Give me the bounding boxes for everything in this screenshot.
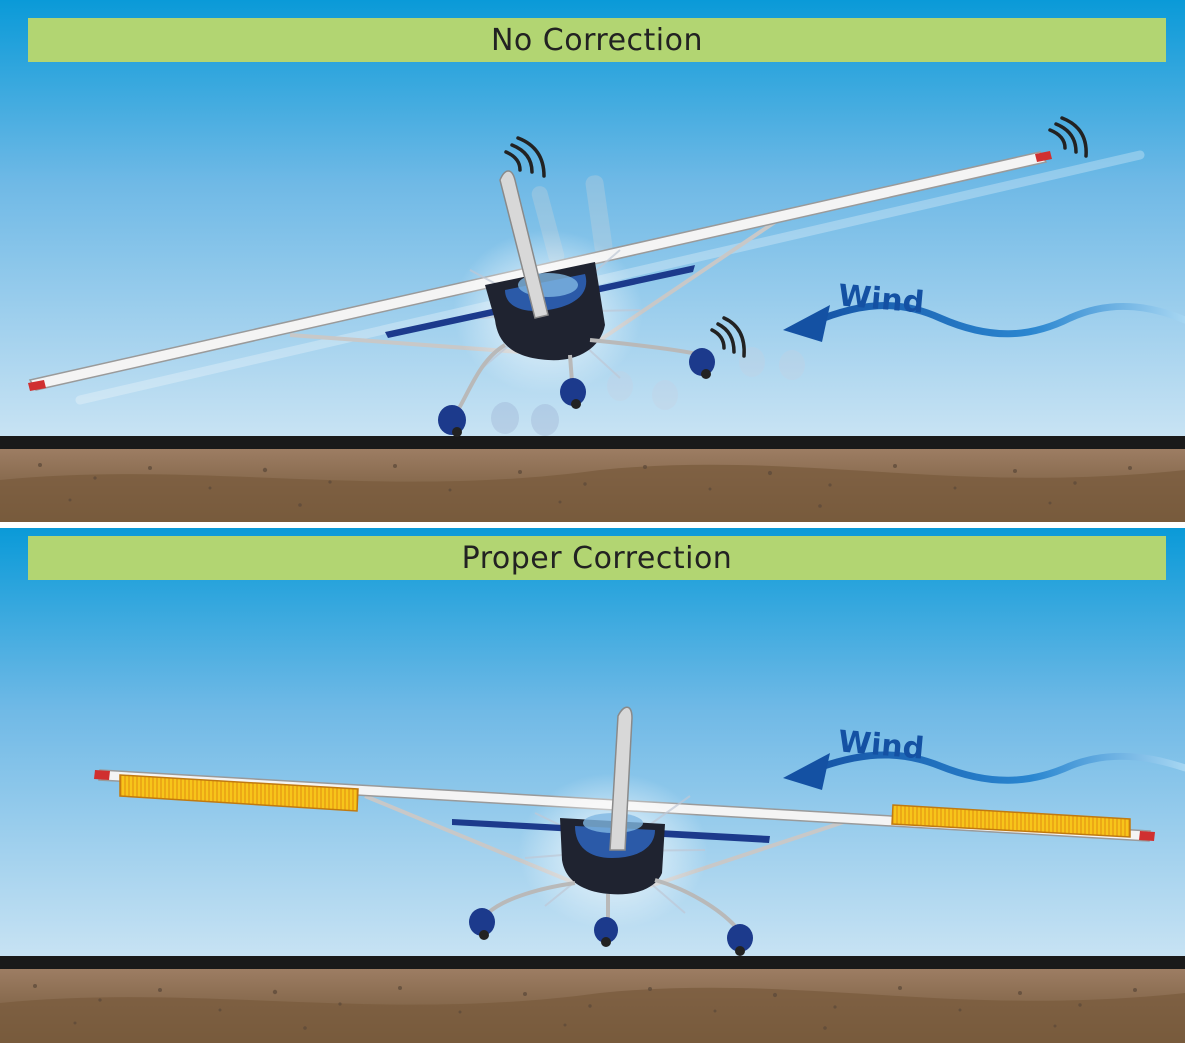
vertical-tail — [499, 170, 549, 319]
panel-title-proper-correction: Proper Correction — [28, 536, 1166, 580]
landing-wheel-icon — [469, 908, 753, 956]
ground-speckles — [38, 463, 1132, 508]
panel-title-no-correction: No Correction — [28, 18, 1166, 62]
wind-label: Wind — [836, 724, 926, 767]
wind-arrow-icon — [783, 302, 1185, 342]
wind-arrow-icon — [783, 751, 1185, 790]
runway-edge — [0, 956, 1185, 969]
right-aileron — [891, 804, 1131, 838]
landing-gear — [486, 878, 737, 928]
scene-proper-correction — [0, 528, 1185, 1043]
scene-no-correction — [0, 0, 1185, 522]
ground-speckles — [33, 984, 1137, 1030]
motion-lines-icon — [504, 116, 1088, 358]
panel-no-correction: No Correction Wind — [0, 0, 1185, 522]
vertical-tail — [609, 706, 633, 851]
left-aileron — [119, 774, 359, 812]
panel-proper-correction: Proper Correction Wind — [0, 528, 1185, 1043]
landing-wheel-icon — [438, 348, 715, 437]
wind-label: Wind — [836, 278, 926, 321]
runway-edge — [0, 436, 1185, 449]
